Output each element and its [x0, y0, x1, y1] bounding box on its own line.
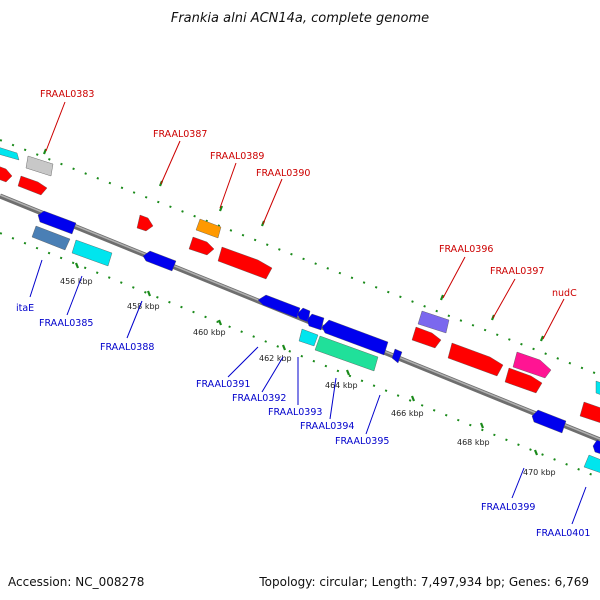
gene-arrow-red: [411, 326, 442, 349]
scale-labels: 456 kbp 458 kbp 460 kbp 462 kbp 464 kbp …: [60, 277, 556, 477]
gene-arrow-blue: [306, 313, 325, 331]
scale-tick-label: 460 kbp: [193, 328, 226, 337]
scale-tick-label: 458 kbp: [127, 302, 160, 311]
reverse-major-ticks: [74, 262, 539, 456]
gene-arrow-gray: [25, 155, 54, 177]
scale-tick-label: 464 kbp: [325, 381, 358, 390]
gene-label-reverse: FRAAL0399: [481, 502, 535, 513]
scale-tick-label: 466 kbp: [391, 409, 424, 418]
gene-arrow-blue: [391, 348, 403, 364]
gene-arrow-cyan: [583, 454, 600, 473]
gene-label-forward: FRAAL0396: [439, 244, 493, 255]
topology-text: Topology: circular; Length: 7,497,934 bp…: [258, 575, 589, 589]
gene-arrow-cyan: [298, 328, 319, 347]
gene-arrow-cyan: [0, 147, 20, 161]
gene-arrow-cyan: [595, 380, 600, 395]
gene-label-forward: FRAAL0383: [40, 89, 94, 100]
gene-label-reverse: FRAAL0393: [268, 407, 322, 418]
gene-arrow-magenta: [512, 351, 552, 379]
gene-label-forward: nudC: [552, 288, 577, 299]
gene-arrow-red: [17, 175, 48, 196]
gene-arrow-red: [579, 401, 600, 423]
gene-arrow-blue: [592, 439, 600, 454]
gene-label-forward: FRAAL0397: [490, 266, 544, 277]
forward-genes: [0, 147, 600, 423]
scale-tick-label: 470 kbp: [523, 468, 556, 477]
gene-label-reverse: FRAAL0392: [232, 393, 286, 404]
gene-arrow-red: [447, 342, 504, 377]
gene-arrow-blue: [321, 319, 389, 356]
gene-arrow-red: [504, 367, 543, 394]
scale-tick-label: 456 kbp: [60, 277, 93, 286]
gene-arrow-blue: [531, 409, 567, 434]
gene-arrow-red: [188, 236, 215, 256]
reverse-leaders: [29, 259, 587, 525]
gene-arrow-blue: [257, 294, 301, 319]
gene-label-forward: FRAAL0389: [210, 151, 264, 162]
reverse-labels: itaE FRAAL0385 FRAAL0388 FRAAL0391 FRAAL…: [16, 303, 590, 539]
gene-arrow-slateblue: [417, 310, 450, 334]
forward-leaders: [45, 101, 565, 340]
scale-tick-label: 462 kbp: [259, 354, 292, 363]
map-title: Frankia alni ACN14a, complete genome: [171, 11, 429, 26]
gene-arrow-green: [314, 335, 379, 372]
scale-tick-label: 468 kbp: [457, 438, 490, 447]
gene-label-forward: FRAAL0390: [256, 168, 310, 179]
gene-label-reverse: FRAAL0395: [335, 436, 389, 447]
gene-label-reverse: FRAAL0394: [300, 421, 354, 432]
gene-label-forward: FRAAL0387: [153, 129, 207, 140]
forward-labels: FRAAL0383 FRAAL0387 FRAAL0389 FRAAL0390 …: [40, 89, 577, 299]
gene-arrow-blue: [296, 307, 311, 323]
reverse-genes: [31, 210, 600, 473]
gene-label-reverse: itaE: [16, 303, 34, 314]
gene-arrow-red: [136, 214, 154, 232]
gene-arrow-cyan: [71, 239, 113, 267]
gene-label-reverse: FRAAL0391: [196, 379, 250, 390]
gene-arrow-steelblue: [31, 225, 71, 251]
gene-arrow-red: [217, 246, 273, 280]
gene-arrow-red: [0, 166, 13, 183]
accession-text: Accession: NC_008278: [8, 575, 144, 589]
gene-arrow-blue: [142, 250, 177, 272]
gene-label-reverse: FRAAL0385: [39, 318, 93, 329]
gene-label-reverse: FRAAL0388: [100, 342, 154, 353]
gene-label-reverse: FRAAL0401: [536, 528, 590, 539]
gene-arrow-orange: [195, 218, 222, 239]
gene-arrow-blue: [37, 210, 77, 235]
